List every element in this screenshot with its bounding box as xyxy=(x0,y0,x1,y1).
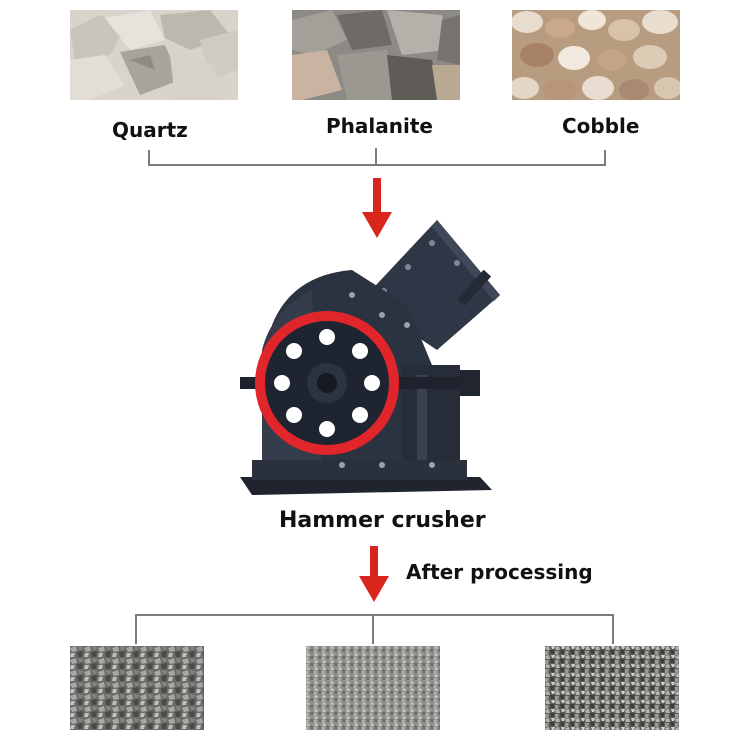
arrow-after-processing xyxy=(357,546,391,604)
input-label-cobble: Cobble xyxy=(562,114,639,138)
bottom-connector-left-tick xyxy=(135,614,137,644)
quartz-rock-photo xyxy=(70,10,238,100)
cobble-stone-photo xyxy=(512,10,680,100)
top-connector-middle-tick xyxy=(375,148,377,165)
bottom-connector-middle-tick xyxy=(372,614,374,644)
input-label-quartz: Quartz xyxy=(112,118,188,142)
bottom-connector-bar xyxy=(135,614,614,616)
crushed-aggregate-medium-photo xyxy=(306,646,440,730)
bottom-connector-right-tick xyxy=(612,614,614,644)
machine-label: Hammer crusher xyxy=(279,508,486,533)
hammer-crusher-machine xyxy=(232,215,507,495)
crushed-aggregate-coarse-photo xyxy=(70,646,204,730)
top-connector-right-tick xyxy=(604,150,606,165)
process-label: After processing xyxy=(406,560,593,584)
top-connector-left-tick xyxy=(148,150,150,165)
phalanite-rock-photo xyxy=(292,10,460,100)
input-label-phalanite: Phalanite xyxy=(326,114,433,138)
top-connector-bar xyxy=(148,164,606,166)
crushed-aggregate-fine-photo xyxy=(545,646,679,730)
